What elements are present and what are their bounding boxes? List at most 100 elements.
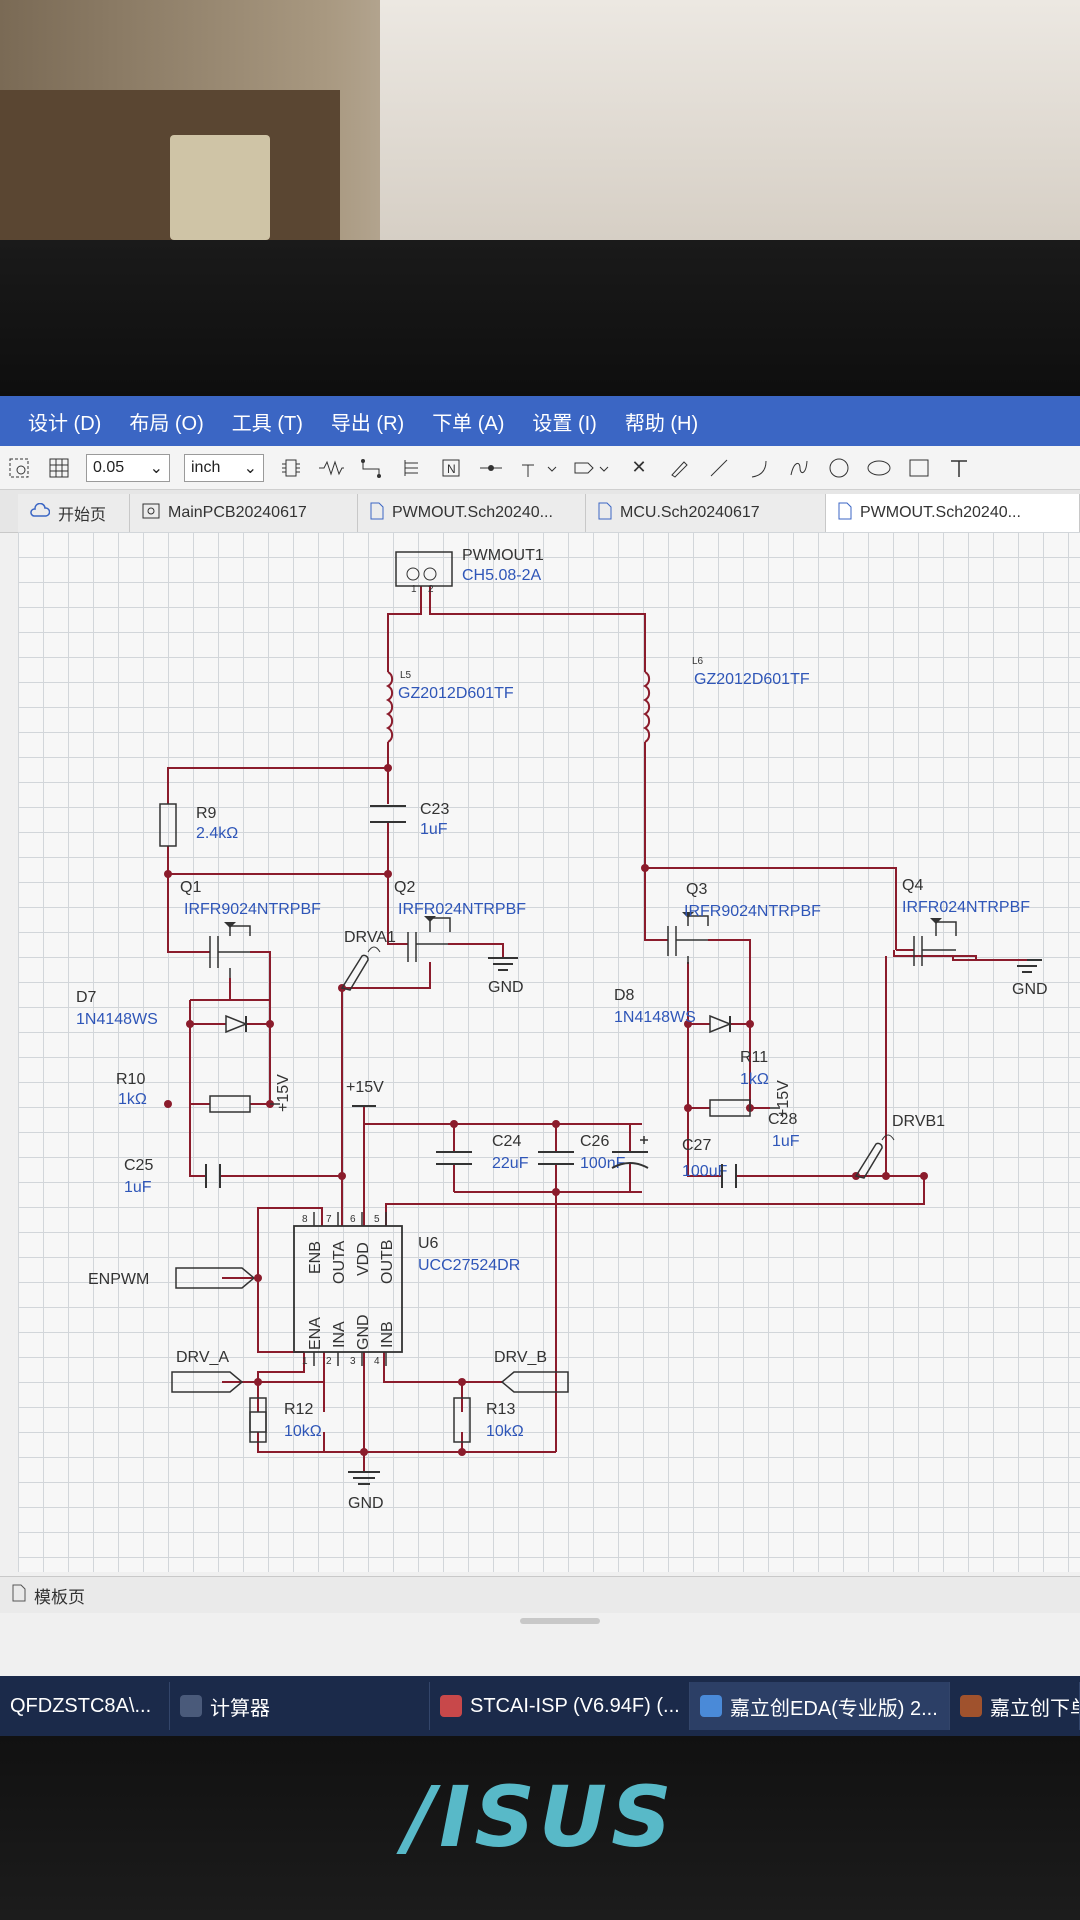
taskbar-item-jlc-eda[interactable]: 嘉立创EDA(专业版) 2... — [690, 1682, 950, 1730]
capacitor-c25[interactable]: C25 1uF — [124, 1157, 221, 1196]
ground-symbol-bottom: GND — [348, 1471, 384, 1512]
u6-pin-ena: ENA — [307, 1317, 324, 1350]
junction-icon[interactable] — [478, 455, 504, 481]
plus15v-vertical-right: +15V — [775, 1080, 792, 1118]
rectangle-icon[interactable] — [906, 455, 932, 481]
tab-mcu-sch[interactable]: MCU.Sch20240617 — [586, 494, 826, 532]
tab-pwmout-sch[interactable]: PWMOUT.Sch20240... — [358, 494, 586, 532]
r10-value: 1kΩ — [118, 1091, 147, 1108]
mosfet-q2[interactable]: Q2 IRFR024NTRPBF — [394, 879, 526, 962]
net-label-icon[interactable]: N — [438, 455, 464, 481]
tab-template-page[interactable]: 模板页 — [0, 1583, 97, 1608]
ellipse-icon[interactable] — [866, 455, 892, 481]
q2-value: IRFR024NTRPBF — [398, 901, 526, 918]
u6-pin1: 1 — [302, 1356, 308, 1367]
gnd-label-q2: GND — [488, 979, 524, 996]
tab-main-pcb[interactable]: MainPCB20240617 — [130, 494, 358, 532]
mosfet-q1[interactable]: Q1 IRFR9024NTRPBF — [180, 879, 321, 978]
r12-ref: R12 — [284, 1401, 313, 1418]
resistor-tool-icon[interactable] — [318, 455, 344, 481]
arc-icon[interactable] — [746, 455, 772, 481]
grid-icon[interactable] — [46, 455, 72, 481]
port-icon[interactable] — [572, 455, 612, 481]
u6-pin2: 2 — [326, 1356, 332, 1367]
r11-value: 1kΩ — [740, 1071, 769, 1088]
connector-pwmout1[interactable]: 1 2 PWMOUT1 CH5.08-2A — [395, 547, 544, 595]
u6-pin8: 8 — [302, 1214, 308, 1225]
menu-order[interactable]: 下单 (A) — [432, 412, 505, 435]
q3-value: IRFR9024NTRPBF — [684, 903, 821, 920]
toolbar: 0.05 ⌄ inch ⌄ N ✕ — [0, 446, 1080, 490]
inductor-l5[interactable]: L5 GZ2012D601TF — [385, 670, 514, 743]
circle-icon[interactable] — [826, 455, 852, 481]
svg-text:N: N — [447, 462, 456, 476]
menu-export[interactable]: 导出 (R) — [330, 412, 405, 435]
c24-value: 22uF — [492, 1155, 529, 1172]
tab-label: PWMOUT.Sch20240... — [860, 504, 1021, 521]
resistor-r10[interactable]: R10 1kΩ — [116, 1071, 251, 1113]
q4-value: IRFR024NTRPBF — [902, 899, 1030, 916]
taskbar-item-calculator[interactable]: 计算器 — [170, 1682, 430, 1730]
mosfet-q3[interactable]: Q3 IRFR9024NTRPBF — [667, 881, 821, 964]
diode-d7[interactable]: D7 1N4148WS — [76, 989, 249, 1034]
diode-d8[interactable]: D8 1N4148WS — [614, 987, 733, 1034]
port-drv-b[interactable]: DRV_B — [494, 1349, 569, 1393]
bottom-tab-bar: 模板页 — [0, 1576, 1080, 1613]
net-flag-drva1[interactable]: DRVA1 — [340, 929, 396, 991]
taskbar-item-stcai-isp[interactable]: STCAI-ISP (V6.94F) (... — [430, 1682, 690, 1730]
text-tool-icon[interactable] — [946, 455, 972, 481]
port-drv-a[interactable]: DRV_A — [171, 1349, 244, 1393]
pencil-icon[interactable] — [666, 455, 692, 481]
mosfet-q4[interactable]: Q4 IRFR024NTRPBF — [902, 877, 1030, 966]
bezier-icon[interactable] — [786, 455, 812, 481]
schematic-canvas[interactable]: 1 2 PWMOUT1 CH5.08-2A L5 GZ2012D601TF L6… — [18, 532, 1080, 1572]
port-enpwm[interactable]: ENPWM — [88, 1267, 258, 1289]
r10-ref: R10 — [116, 1071, 145, 1088]
d7-ref: D7 — [76, 989, 97, 1006]
l5-value: GZ2012D601TF — [398, 685, 514, 702]
capacitor-c28[interactable]: C28 1uF — [721, 1111, 800, 1188]
menu-layout[interactable]: 布局 (O) — [129, 412, 204, 435]
line-icon[interactable] — [706, 455, 732, 481]
capacitor-c23[interactable]: C23 1uF — [370, 801, 449, 838]
d7-value: 1N4148WS — [76, 1011, 158, 1028]
menu-design[interactable]: 设计 (D) — [28, 412, 102, 435]
tab-start-page[interactable]: 开始页 — [18, 494, 130, 532]
wire-tool-icon[interactable] — [358, 455, 384, 481]
no-connect-icon[interactable]: ✕ — [631, 457, 647, 477]
menu-settings[interactable]: 设置 (I) — [532, 412, 597, 435]
menu-tools[interactable]: 工具 (T) — [231, 412, 303, 435]
bus-tool-icon[interactable] — [398, 455, 424, 481]
resistor-r11[interactable]: R11 1kΩ — [709, 1049, 769, 1117]
taskbar-item-qfdz[interactable]: QFDZSTC8A\... — [0, 1682, 170, 1730]
unit-value: inch — [191, 458, 221, 476]
capacitor-c24[interactable]: C24 22uF — [436, 1133, 529, 1172]
resistor-r12[interactable]: R12 10kΩ — [249, 1397, 322, 1443]
unit-select[interactable]: inch ⌄ — [184, 453, 264, 482]
ic-u6[interactable]: 8 7 6 5 1 2 3 4 ENB OUTA VDD OUTB ENA IN… — [293, 1212, 520, 1367]
c26-value: 100nF — [580, 1155, 626, 1172]
vcc-icon[interactable] — [518, 455, 558, 481]
resistor-r9[interactable]: R9 2.4kΩ — [159, 803, 238, 847]
drv-a-label: DRV_A — [176, 1349, 229, 1366]
c23-value: 1uF — [420, 821, 448, 838]
zoom-area-icon[interactable] — [6, 455, 32, 481]
r9-ref: R9 — [196, 805, 217, 822]
c23-ref: C23 — [420, 801, 449, 818]
gnd-label-q4: GND — [1012, 981, 1048, 998]
paper-note — [170, 135, 270, 240]
background-room — [0, 0, 1080, 260]
u6-pin-outa: OUTA — [331, 1240, 348, 1284]
net-flag-drvb1[interactable]: DRVB1 — [854, 1113, 945, 1179]
u6-pin3: 3 — [350, 1356, 356, 1367]
horizontal-scrollbar[interactable] — [520, 1618, 600, 1624]
taskbar-item-jlc-order[interactable]: 嘉立创下单 — [950, 1682, 1080, 1730]
resistor-r13[interactable]: R13 10kΩ — [453, 1397, 524, 1443]
inductor-l6[interactable]: L6 GZ2012D601TF — [642, 656, 810, 743]
component-icon[interactable] — [278, 455, 304, 481]
grid-size-select[interactable]: 0.05 ⌄ — [86, 453, 170, 482]
tab-pwmout-sch-active[interactable]: PWMOUT.Sch20240... — [826, 494, 1080, 532]
menu-help[interactable]: 帮助 (H) — [624, 412, 699, 435]
calculator-icon — [180, 1695, 202, 1717]
capacitor-c27[interactable]: C27 100uF — [611, 1136, 728, 1180]
